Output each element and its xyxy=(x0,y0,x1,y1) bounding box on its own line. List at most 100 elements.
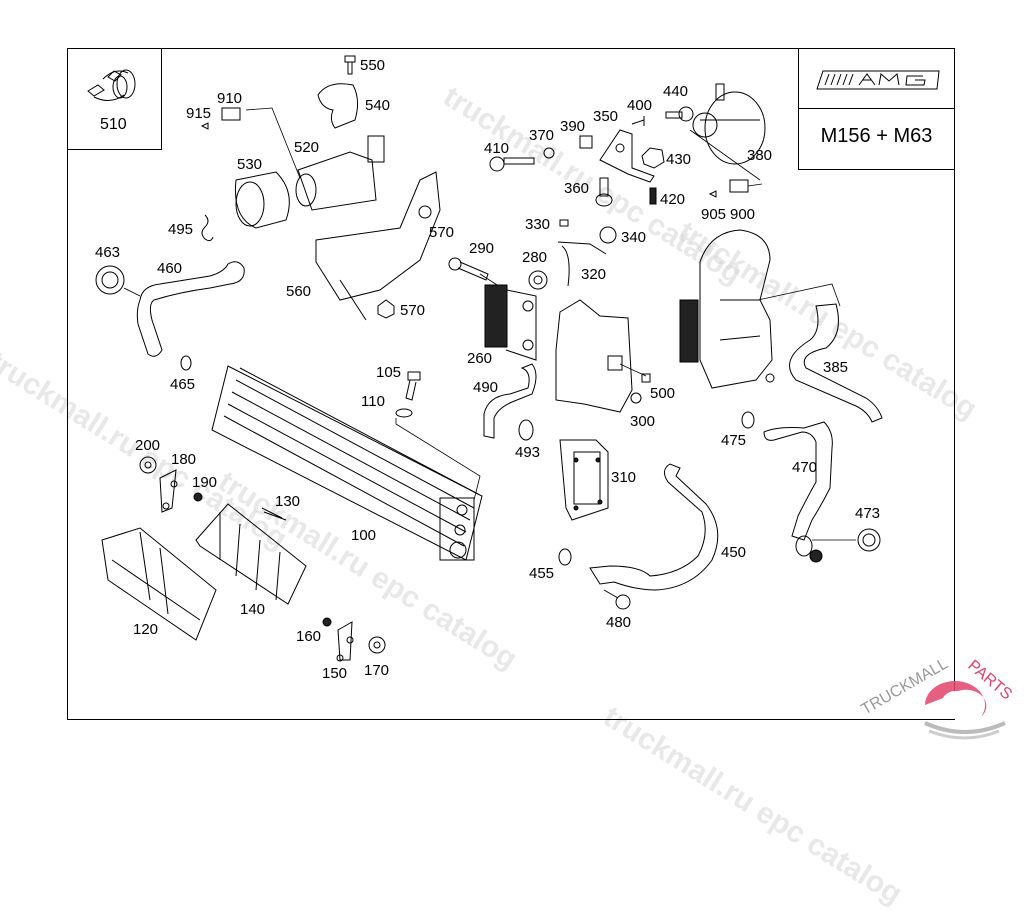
part-label-300[interactable]: 300 xyxy=(630,413,656,430)
part-label-320[interactable]: 320 xyxy=(581,266,607,283)
part-label-570[interactable]: 570 xyxy=(429,224,455,241)
washer-200-icon xyxy=(139,456,157,474)
part-label-390[interactable]: 390 xyxy=(560,118,586,135)
part-label-105[interactable]: 105 xyxy=(376,364,402,381)
diagram-frame xyxy=(67,48,955,720)
part-label-430[interactable]: 430 xyxy=(666,151,692,168)
part-label-330[interactable]: 330 xyxy=(525,216,551,233)
bracket-300-icon xyxy=(555,299,642,413)
part-label-260[interactable]: 260 xyxy=(467,350,493,367)
part-label-370[interactable]: 370 xyxy=(529,127,555,144)
part-label-150[interactable]: 150 xyxy=(322,665,348,682)
hose-460-icon xyxy=(136,261,245,357)
nut-170-icon xyxy=(368,636,386,654)
part-label-490[interactable]: 490 xyxy=(473,379,499,396)
clip-130-icon xyxy=(261,507,287,521)
part-label-310[interactable]: 310 xyxy=(611,469,637,486)
part-label-290[interactable]: 290 xyxy=(469,240,495,257)
part-label-130[interactable]: 130 xyxy=(275,493,301,510)
shield-540-icon xyxy=(317,83,359,129)
bolt-105-icon xyxy=(405,371,421,401)
part-label-450[interactable]: 450 xyxy=(721,544,747,561)
part-label-520[interactable]: 520 xyxy=(294,139,320,156)
part-label-470[interactable]: 470 xyxy=(792,459,818,476)
part-label-350[interactable]: 350 xyxy=(593,108,619,125)
part-label-160[interactable]: 160 xyxy=(296,628,322,645)
part-label-120[interactable]: 120 xyxy=(133,621,159,638)
part-label-440[interactable]: 440 xyxy=(663,83,689,100)
bolt-400-icon xyxy=(631,116,645,126)
spring-420-icon xyxy=(649,187,657,205)
pump-380-icon xyxy=(692,83,766,165)
shroud-140-icon xyxy=(195,503,307,605)
engine-block-icon xyxy=(679,229,775,389)
part-label-385[interactable]: 385 xyxy=(823,359,849,376)
clip-330-icon xyxy=(559,219,569,227)
bracket-350-icon xyxy=(599,129,655,183)
nut-370-icon xyxy=(543,147,555,159)
clamp-493-icon xyxy=(518,419,534,441)
part-label-100[interactable]: 100 xyxy=(351,527,377,544)
oring-475-icon xyxy=(741,411,755,429)
part-label-463[interactable]: 463 xyxy=(95,244,121,261)
part-label-530[interactable]: 530 xyxy=(237,156,263,173)
part-label-493[interactable]: 493 xyxy=(515,444,541,461)
part-label-410[interactable]: 410 xyxy=(484,140,510,157)
part-label-550[interactable]: 550 xyxy=(360,57,386,74)
part-label-140[interactable]: 140 xyxy=(240,601,266,618)
part-label-400[interactable]: 400 xyxy=(627,97,653,114)
part-label-495[interactable]: 495 xyxy=(168,221,194,238)
part-label-340[interactable]: 340 xyxy=(621,229,647,246)
nut-500-icon xyxy=(641,373,651,383)
part-label-110[interactable]: 110 xyxy=(361,393,385,410)
bolt-410-icon xyxy=(489,156,535,172)
cooler-100-icon xyxy=(211,365,483,561)
part-label-500[interactable]: 500 xyxy=(650,385,676,402)
part-label-460[interactable]: 460 xyxy=(157,260,183,277)
part-label-915[interactable]: 915 xyxy=(186,105,212,122)
part-label-420[interactable]: 420 xyxy=(660,191,686,208)
part-label-540[interactable]: 540 xyxy=(365,97,391,114)
part-label-455[interactable]: 455 xyxy=(529,565,555,582)
nut-570-icon xyxy=(377,299,395,319)
amg-logo xyxy=(816,70,940,90)
connector-910-icon xyxy=(200,107,241,130)
part-label-170[interactable]: 170 xyxy=(364,662,390,679)
part-label-280[interactable]: 280 xyxy=(522,249,548,266)
clamp-510-icon xyxy=(87,69,136,101)
inset-label[interactable]: 510 xyxy=(100,116,127,133)
pump-520-icon xyxy=(295,135,385,211)
exploded-parts-drawing xyxy=(95,55,883,662)
nut-430-icon xyxy=(641,147,665,169)
oring-280-icon xyxy=(528,270,548,290)
bolt-440-icon xyxy=(665,106,694,122)
part-label-380[interactable]: 380 xyxy=(747,147,773,164)
part-label-200[interactable]: 200 xyxy=(135,437,161,454)
part-label-465[interactable]: 465 xyxy=(170,376,196,393)
cover-530-icon xyxy=(234,171,290,229)
connector-900-icon xyxy=(708,179,749,198)
part-label-475[interactable]: 475 xyxy=(721,432,747,449)
part-label-570[interactable]: 570 xyxy=(400,302,426,319)
hose-490-icon xyxy=(483,363,537,439)
bracket-180-icon xyxy=(159,469,178,513)
part-label-473[interactable]: 473 xyxy=(855,505,881,522)
oil-cooler-260-icon xyxy=(484,284,537,361)
part-label-560[interactable]: 560 xyxy=(286,283,312,300)
part-label-910[interactable]: 910 xyxy=(217,90,243,107)
nut-160-icon xyxy=(322,617,332,627)
hose-450-icon xyxy=(589,463,719,591)
model-label: M156 + M63 xyxy=(820,125,933,147)
part-label-190[interactable]: 190 xyxy=(192,474,218,491)
svg-text:PARTS: PARTS xyxy=(964,657,1015,703)
bracket-560-icon xyxy=(315,171,441,321)
bracket-150-icon xyxy=(336,621,354,662)
part-label-900[interactable]: 900 xyxy=(730,206,756,223)
model-divider xyxy=(799,108,954,109)
model-info-box: M156 + M63 xyxy=(798,48,955,170)
fitting-470-icon xyxy=(795,535,823,563)
part-label-480[interactable]: 480 xyxy=(606,614,632,631)
part-label-905[interactable]: 905 xyxy=(701,206,727,223)
part-label-180[interactable]: 180 xyxy=(171,451,197,468)
part-label-360[interactable]: 360 xyxy=(564,180,590,197)
